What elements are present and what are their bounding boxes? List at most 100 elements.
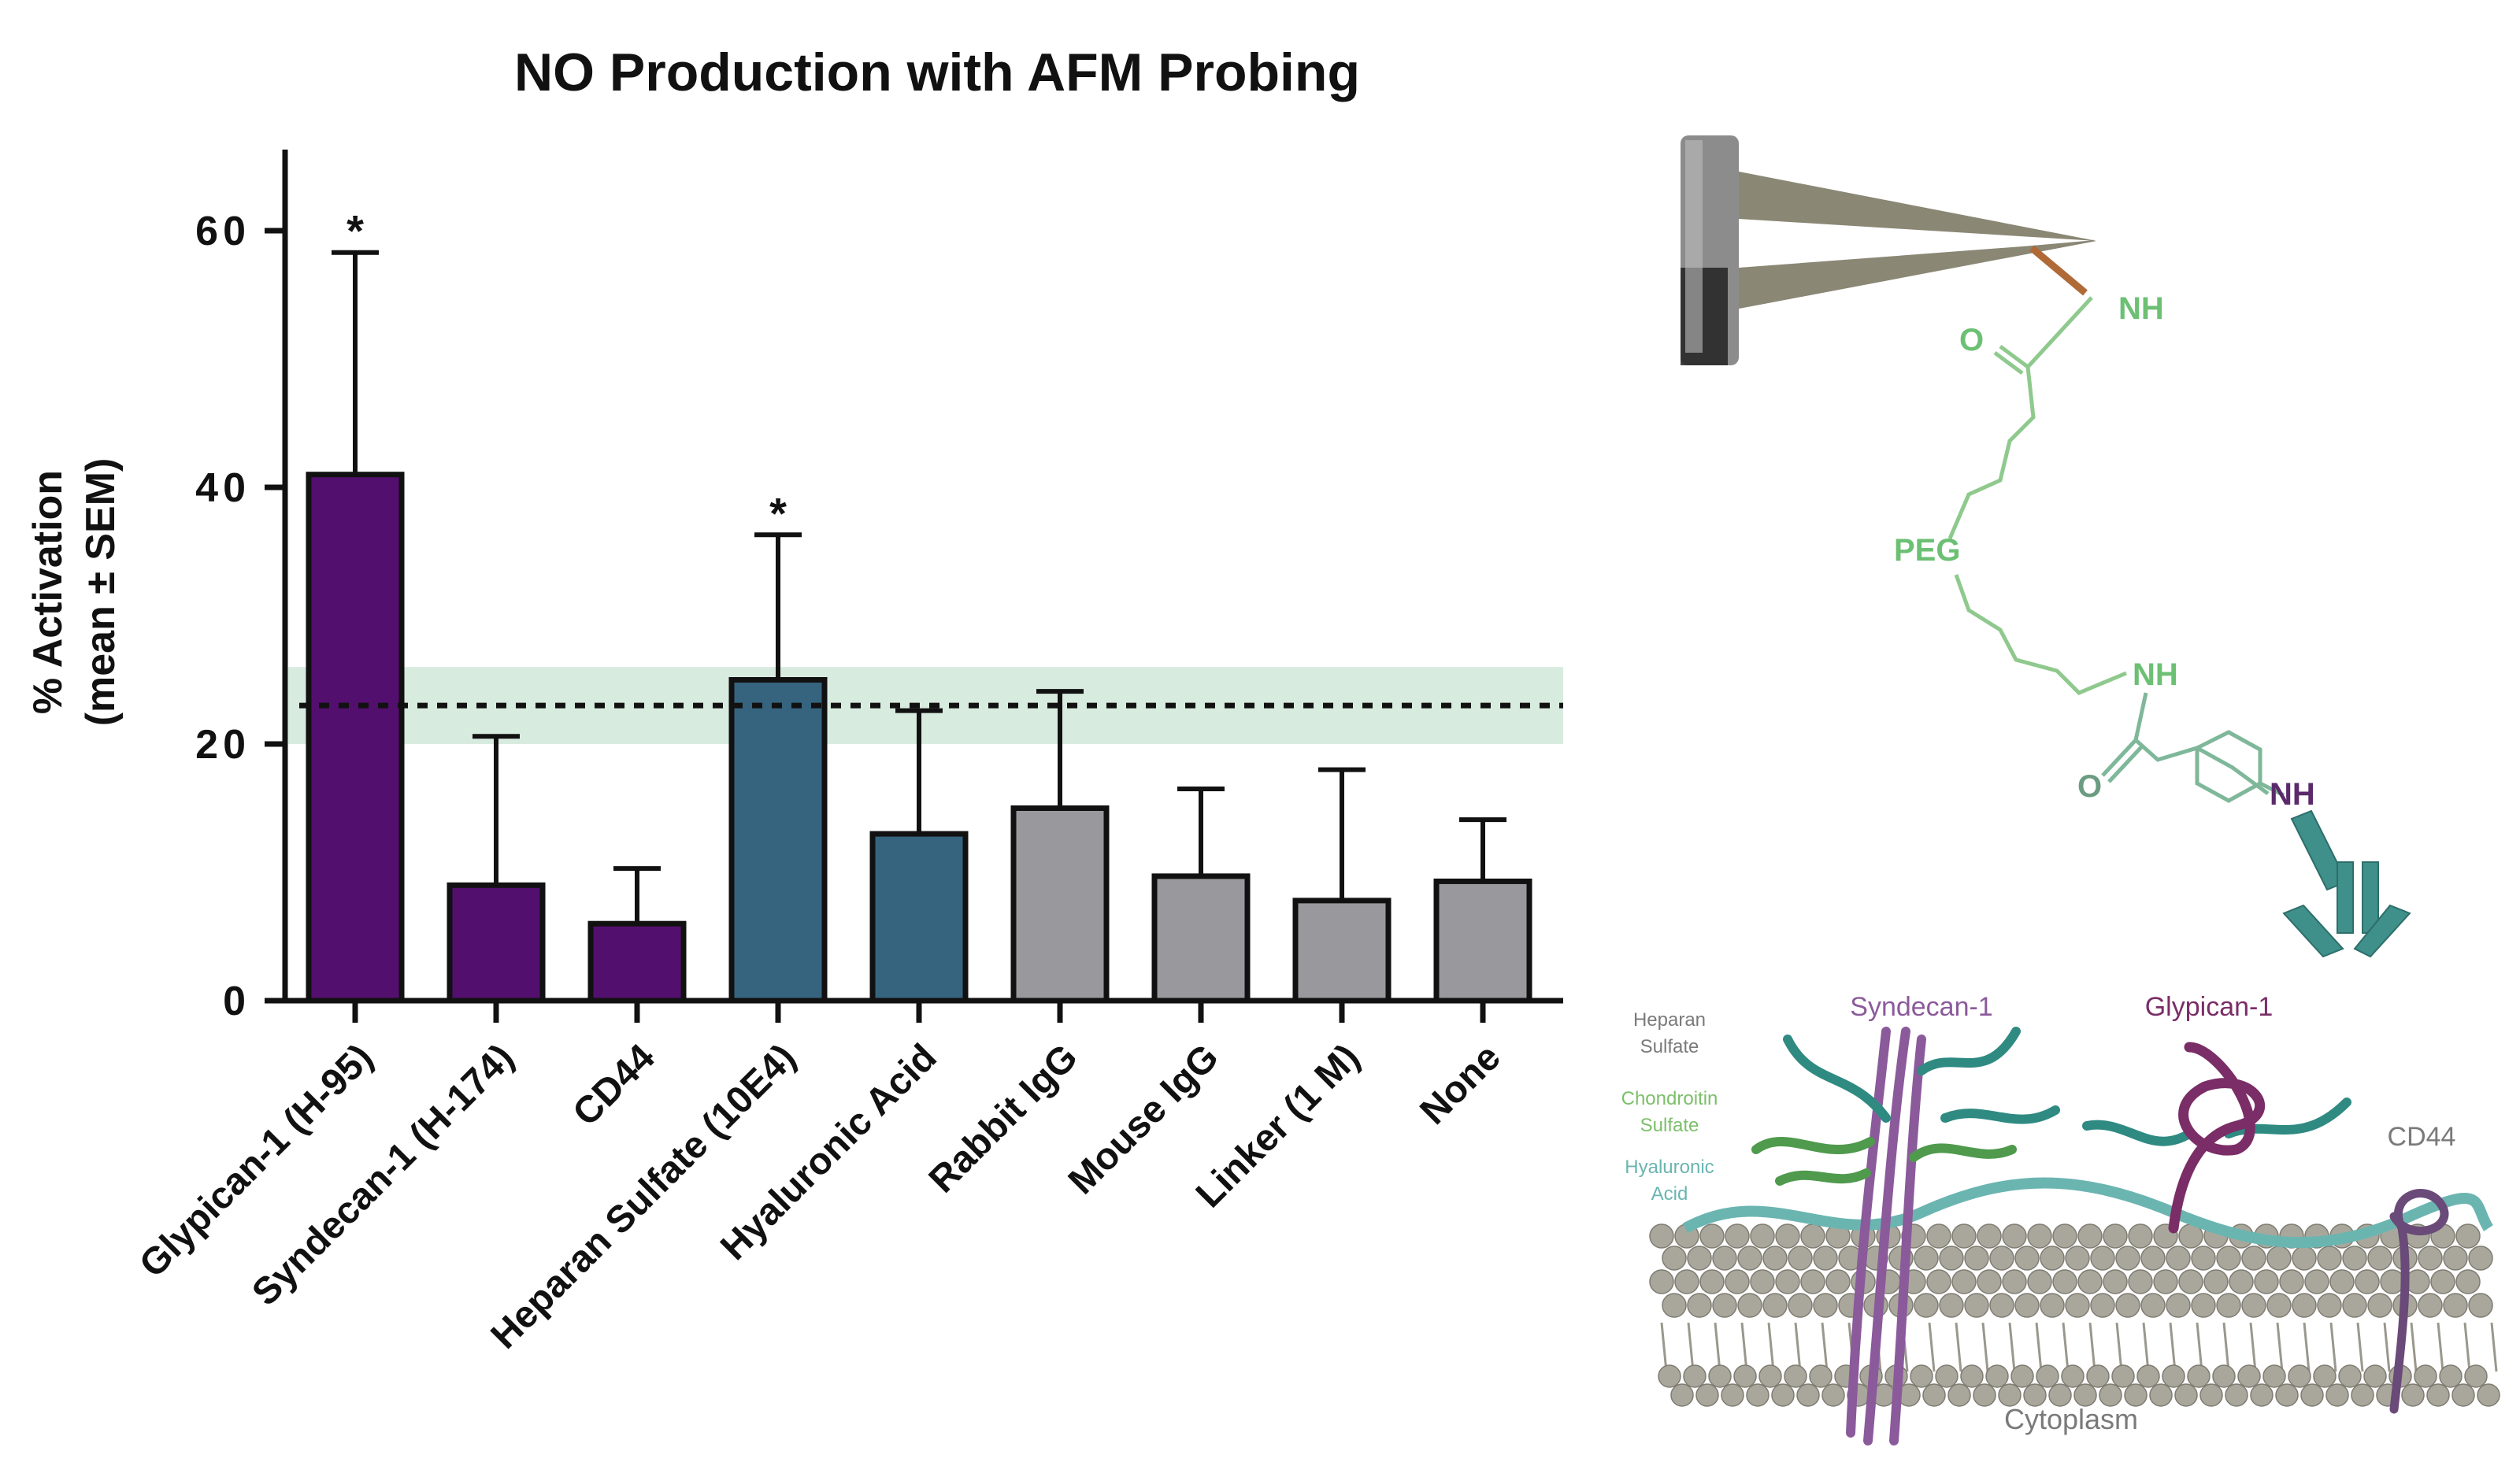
lipid-head [2414, 1364, 2437, 1388]
cd44-label: CD44 [2388, 1122, 2456, 1152]
lipid-head [2300, 1383, 2324, 1407]
lipid-head [1658, 1364, 1681, 1388]
syndecan-1-label: Syndecan-1 [1850, 992, 1992, 1022]
lipid-head [1712, 1293, 1737, 1318]
lipid-head [2455, 1269, 2481, 1294]
hyaluronic-line-1: Hyaluronic [1625, 1157, 1714, 1178]
lipid-head [2014, 1293, 2040, 1318]
lipid-head [1788, 1246, 1813, 1271]
lipid-head [2191, 1246, 2216, 1271]
lipid-head [2266, 1246, 2292, 1271]
lipid-head [2250, 1383, 2274, 1407]
lipid-head [2225, 1383, 2248, 1407]
linker-carbonyl-lower-2 [2107, 745, 2144, 783]
lipid-head [1939, 1246, 1964, 1271]
lipid-head [2128, 1269, 2153, 1294]
lipid-head [1989, 1246, 2014, 1271]
lipid-head [2292, 1246, 2317, 1271]
lipid-head [1935, 1364, 1959, 1388]
lipid-tail [1767, 1322, 1775, 1372]
lipid-head [2036, 1364, 2059, 1388]
lipid-head [2010, 1364, 2034, 1388]
lipid-tail [2249, 1322, 2257, 1372]
lipid-head [2002, 1269, 2027, 1294]
lipid-head [1712, 1246, 1737, 1271]
lipid-head [1725, 1269, 1750, 1294]
afm-tip-wire [2029, 245, 2088, 296]
lipid-head [2275, 1383, 2299, 1407]
lipid-head [2065, 1246, 2090, 1271]
lipid-head [1762, 1293, 1788, 1318]
lipid-head [1775, 1269, 1800, 1294]
lipid-head [2174, 1383, 2198, 1407]
lipid-tail [1660, 1322, 1668, 1372]
lipid-head [1922, 1383, 1946, 1407]
lipid-head [2401, 1383, 2425, 1407]
lipid-head [2162, 1364, 2185, 1388]
lipid-head [1809, 1364, 1833, 1388]
lipid-head [1775, 1223, 1800, 1249]
syndecan-1-protein [1846, 1027, 1926, 1446]
lipid-head [1695, 1383, 1719, 1407]
lipid-head [1649, 1269, 1674, 1294]
chondroitin-line-2: Sulfate [1640, 1115, 1699, 1136]
lipid-head [2304, 1269, 2329, 1294]
bar-5 [869, 831, 969, 1004]
lipid-head [1821, 1383, 1845, 1407]
lipid-head [2166, 1246, 2191, 1271]
lipid-head [2266, 1293, 2292, 1318]
significance-marker-4: * [769, 488, 787, 538]
lipid-tail [1821, 1322, 1829, 1372]
linker-carbonyl-lower [2101, 738, 2137, 777]
lipid-head [2477, 1383, 2500, 1407]
lipid-tail [2410, 1322, 2418, 1372]
lipid-head [1758, 1364, 1782, 1388]
lipid-head [1910, 1364, 1933, 1388]
nh-label-middle: NH [2133, 657, 2178, 692]
x-tick-label-9: None [1412, 1036, 1508, 1132]
lipid-head [1926, 1269, 1951, 1294]
lipid-head [1813, 1246, 1838, 1271]
lipid-head [2367, 1293, 2392, 1318]
glypican-1-protein [2168, 1042, 2266, 1234]
lipid-head [2439, 1364, 2463, 1388]
lipid-head [2313, 1364, 2337, 1388]
lipid-head [2254, 1269, 2279, 1294]
lipid-head [2443, 1293, 2468, 1318]
lipid-head [2191, 1293, 2216, 1318]
lipid-tail [1740, 1322, 1748, 1372]
lipid-tail [2088, 1322, 2096, 1372]
lipid-head [2153, 1269, 2178, 1294]
lipid-head [2099, 1383, 2122, 1407]
y-tick-label-40: 40 [195, 465, 250, 511]
lipid-tail [1955, 1322, 1962, 1372]
lipid-head [2212, 1364, 2236, 1388]
y-axis-label-line2: (mean ± SEM) [78, 458, 124, 727]
chondroitin-line-1: Chondroitin [1621, 1088, 1718, 1109]
lipid-head [1951, 1223, 1977, 1249]
o-label-lower: O [2077, 769, 2102, 804]
lipid-head [2014, 1246, 2040, 1271]
lipid-head [2187, 1364, 2211, 1388]
lipid-head [2065, 1293, 2090, 1318]
lipid-head [2216, 1246, 2241, 1271]
lipid-head [1737, 1293, 1762, 1318]
lipid-head [2203, 1269, 2229, 1294]
cytoplasm-label: Cytoplasm [2004, 1403, 2138, 1435]
x-tick-label-3: CD44 [565, 1036, 663, 1134]
lipid-head [2418, 1246, 2443, 1271]
lipid-tail [1687, 1322, 1695, 1372]
lipid-tail [1714, 1322, 1721, 1372]
lipid-head [1800, 1269, 1825, 1294]
lipid-head [2090, 1293, 2115, 1318]
lipid-head [1788, 1293, 1813, 1318]
bar-7 [1151, 873, 1251, 1004]
lipid-head [1914, 1246, 1939, 1271]
lipid-head [2166, 1293, 2191, 1318]
bar-4 [728, 677, 828, 1004]
lipid-tail [2035, 1322, 2043, 1372]
lipid-head [2023, 1383, 2047, 1407]
lipid-head [1687, 1246, 1712, 1271]
antibody-icon [2282, 809, 2411, 958]
